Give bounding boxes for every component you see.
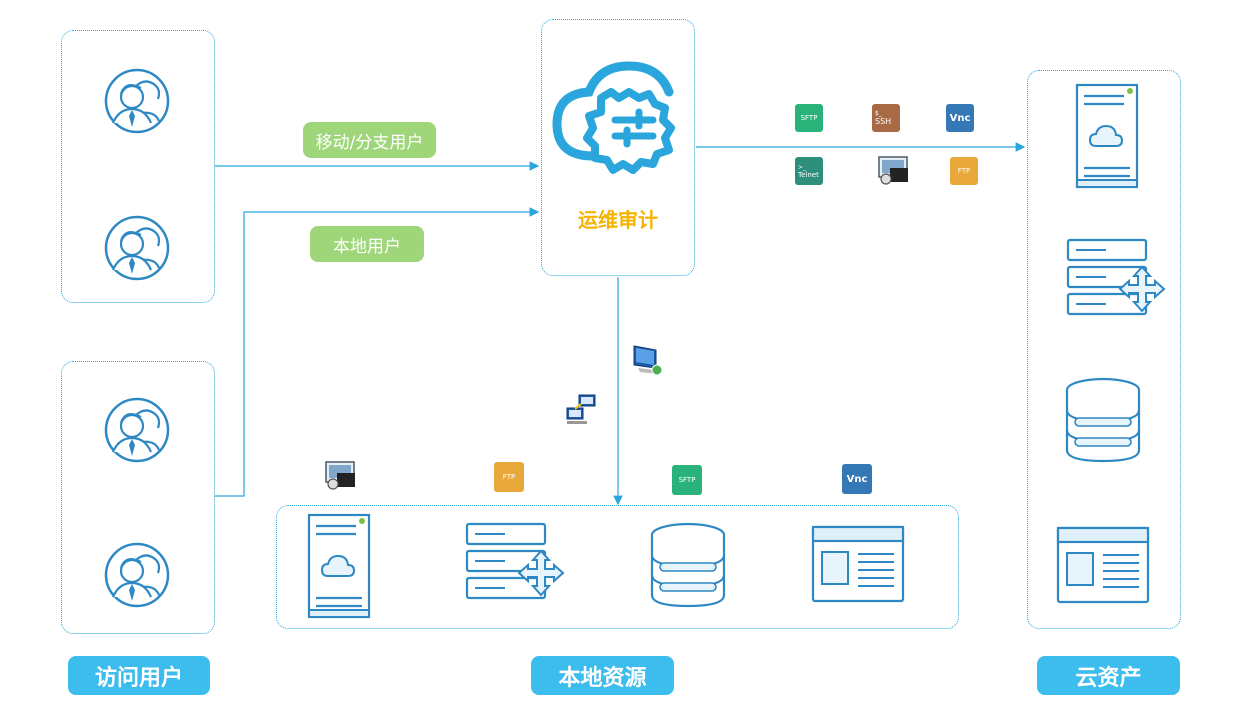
ftp-icon: FTP [494, 462, 524, 492]
local-resources-label: 本地资源 [531, 656, 674, 695]
database-icon [650, 522, 726, 608]
access-users-label: 访问用户 [68, 656, 210, 695]
telnet-icon: >_ Telnet [795, 157, 823, 185]
ssh-prompt: $_ [875, 110, 882, 117]
cloud-audit-icon [552, 61, 675, 174]
vnc-icon: Vnc [946, 104, 974, 132]
local-users-group [61, 361, 215, 634]
vnc-icon: Vnc [842, 464, 872, 494]
web-app-icon [811, 525, 905, 603]
local-users-connector [215, 207, 540, 497]
remote-desktop-icon [633, 345, 663, 376]
cloud-server-icon [307, 513, 371, 619]
vnc-label: Vnc [949, 112, 971, 124]
ops-audit-title: 运维审计 [578, 208, 658, 232]
network-switch-icon [1066, 238, 1166, 316]
telnet-label: Telnet [798, 170, 819, 179]
ftp-label: FTP [502, 473, 516, 481]
ssh-label: SSH [875, 117, 892, 126]
network-connection-icon [566, 394, 596, 425]
sftp-icon: SFTP [795, 104, 823, 132]
network-switch-icon [465, 522, 565, 600]
cloud-assets-group [1027, 70, 1181, 629]
user-group-icon [104, 397, 170, 463]
user-group-icon [104, 215, 170, 281]
cloud-server-icon [1075, 83, 1139, 189]
vnc-label: Vnc [846, 473, 868, 485]
mobile-users-group [61, 30, 215, 303]
ftp-icon: FTP [950, 157, 978, 185]
user-group-icon [104, 542, 170, 608]
sftp-label: SFTP [678, 476, 696, 484]
ftp-label: FTP [957, 167, 971, 175]
ops-audit-box [541, 19, 695, 276]
mobile-branch-users-label: 移动/分支用户 [303, 122, 436, 158]
rdp-icon [878, 156, 909, 185]
cloud-assets-label: 云资产 [1037, 656, 1180, 695]
ssh-icon: $_ SSH [872, 104, 900, 132]
sftp-label: SFTP [800, 114, 818, 122]
user-group-icon [104, 68, 170, 134]
web-app-icon [1056, 526, 1150, 604]
local-resources-group [276, 505, 959, 629]
sftp-icon: SFTP [672, 465, 702, 495]
telnet-prompt: >_ [798, 163, 807, 171]
rdp-icon [325, 461, 356, 490]
database-icon [1065, 377, 1141, 463]
local-users-label: 本地用户 [310, 226, 424, 262]
